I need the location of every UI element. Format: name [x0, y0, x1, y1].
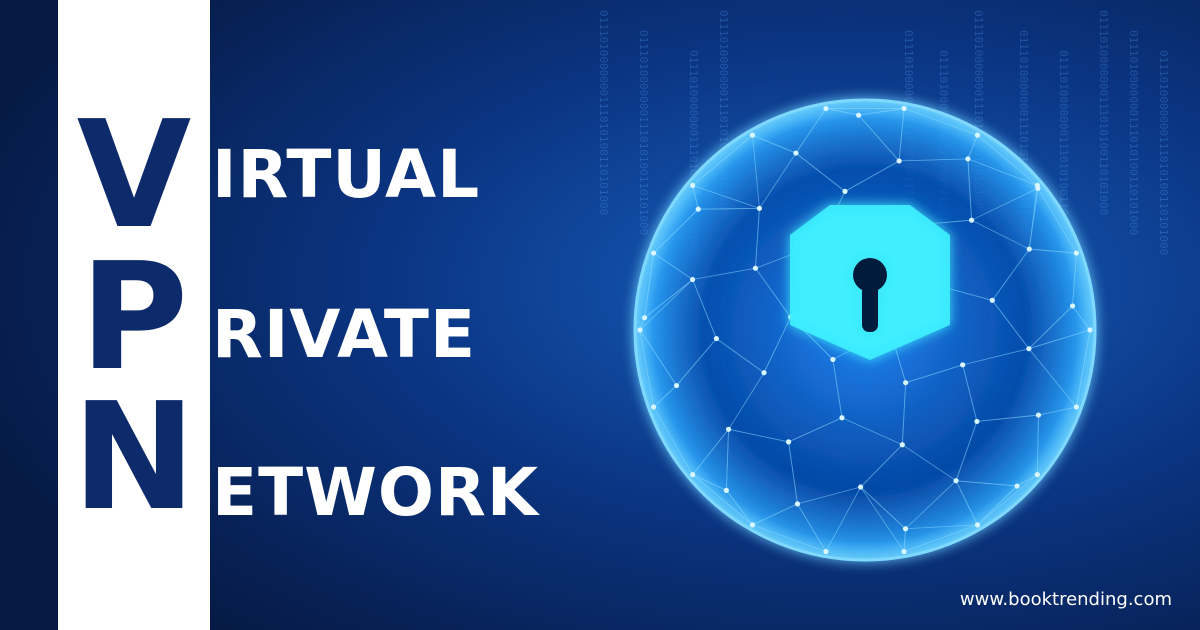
- svg-text:011101000000011101010011010100: 0111010000000111010100110101000: [1097, 10, 1110, 215]
- svg-text:011101000000011101010011010100: 0111010000000111010100110101000: [597, 10, 610, 215]
- word-network: ETWORK: [212, 454, 539, 531]
- website-url: www.booktrending.com: [959, 589, 1172, 610]
- word-private: RIVATE: [212, 296, 477, 373]
- svg-text:011101000000011101010011010100: 0111010000000111010100110101000: [1057, 50, 1070, 255]
- svg-text:011101000000011101010011010100: 0111010000000111010100110101000: [1157, 50, 1170, 255]
- letter-v: V: [76, 89, 192, 261]
- globe-nodes: [637, 105, 1093, 555]
- svg-text:011101000000011101010011010100: 0111010000000111010100110101000: [637, 30, 650, 235]
- vpn-letter-bar: [58, 0, 210, 630]
- svg-text:011101000000011101010011010100: 0111010000000111010100110101000: [1127, 30, 1140, 235]
- padlock-icon: [790, 205, 950, 360]
- letter-n: N: [72, 371, 196, 543]
- globe-mesh: [639, 108, 1091, 552]
- word-virtual: IRTUAL: [212, 136, 481, 213]
- letter-p: P: [79, 231, 189, 403]
